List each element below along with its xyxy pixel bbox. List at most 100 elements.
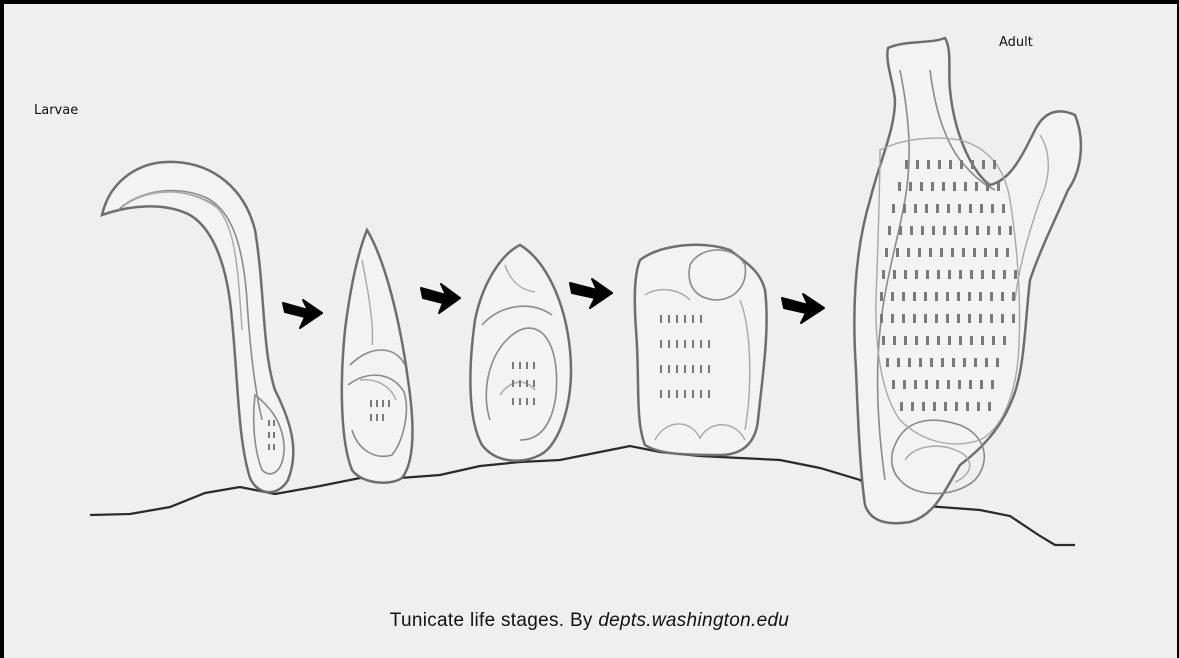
adult-slit (930, 358, 933, 367)
adult-slit (921, 226, 924, 235)
adult-slit (908, 358, 911, 367)
adult-slit (984, 248, 987, 257)
adult-slit (968, 314, 971, 323)
adult-slit (910, 226, 913, 235)
stage-adult (854, 38, 1081, 523)
adult-slit (953, 182, 956, 191)
figure-caption: Tunicate life stages. By depts.washingto… (0, 610, 1179, 632)
adult-slit (955, 402, 958, 411)
adult-slit (914, 204, 917, 213)
adult-slit (942, 182, 945, 191)
adult-slit (911, 402, 914, 411)
adult-slit (909, 182, 912, 191)
adult-slit (958, 204, 961, 213)
arrow-2 (421, 284, 460, 313)
adult-slit (896, 248, 899, 257)
adult-slit (980, 204, 983, 213)
adult-slit (1006, 248, 1009, 257)
adult-slit (941, 358, 944, 367)
adult-slit (975, 182, 978, 191)
adult-slit (992, 336, 995, 345)
adult-slit (897, 358, 900, 367)
adult-slit (892, 380, 895, 389)
adult-slit (918, 248, 921, 257)
stage-settling-larva (342, 230, 413, 483)
adult-slit (925, 380, 928, 389)
adult-slit (938, 160, 941, 169)
adult-slit (1001, 314, 1004, 323)
adult-slit (926, 270, 929, 279)
adult-slit (968, 292, 971, 301)
adult-slit (880, 314, 883, 323)
adult-slit (946, 314, 949, 323)
adult-slit (958, 380, 961, 389)
adult-slit (935, 292, 938, 301)
adult-slit (1003, 336, 1006, 345)
caption-prefix: Tunicate life stages. By (390, 610, 599, 631)
adult-slit (1009, 226, 1012, 235)
adult-slit (965, 226, 968, 235)
adult-slit (922, 402, 925, 411)
adult-slit (990, 292, 993, 301)
adult-slit (891, 314, 894, 323)
adult-slit (907, 248, 910, 257)
adult-slit (979, 292, 982, 301)
adult-slit (899, 226, 902, 235)
adult-slit (935, 314, 938, 323)
adult-slit (964, 182, 967, 191)
arrow-4 (782, 294, 824, 323)
adult-slit (1012, 314, 1015, 323)
arrow-1 (283, 300, 322, 328)
adult-slit (925, 204, 928, 213)
adult-slit (948, 336, 951, 345)
adult-slit (913, 314, 916, 323)
adult-slit (933, 402, 936, 411)
adult-slit (992, 270, 995, 279)
adult-slit (993, 160, 996, 169)
adult-slit (915, 270, 918, 279)
adult-slit (970, 336, 973, 345)
adult-slit (936, 204, 939, 213)
adult-slit (969, 204, 972, 213)
adult-slit (882, 336, 885, 345)
adult-slit (943, 226, 946, 235)
adult-slit (903, 204, 906, 213)
adult-label: Adult (999, 35, 1033, 50)
larvae-label: Larvae (34, 103, 78, 118)
adult-slit (997, 182, 1000, 191)
adult-slit (985, 358, 988, 367)
adult-slit (948, 270, 951, 279)
adult-slit (971, 160, 974, 169)
adult-slit (963, 358, 966, 367)
adult-slit (903, 380, 906, 389)
adult-slit (913, 292, 916, 301)
adult-slit (959, 336, 962, 345)
adult-slit (929, 248, 932, 257)
adult-slit (981, 270, 984, 279)
adult-slit (962, 248, 965, 257)
adult-slit (954, 226, 957, 235)
adult-slit (905, 160, 908, 169)
adult-slit (888, 226, 891, 235)
adult-slit (949, 160, 952, 169)
adult-slit (893, 270, 896, 279)
adult-slit (880, 292, 883, 301)
adult-slit (891, 292, 894, 301)
adult-slit (919, 358, 922, 367)
adult-slit (924, 292, 927, 301)
adult-slit (1012, 292, 1015, 301)
adult-slit (960, 160, 963, 169)
adult-slit (1014, 270, 1017, 279)
adult-slit (979, 314, 982, 323)
adult-slit (981, 336, 984, 345)
adult-slit (969, 380, 972, 389)
adult-slit (991, 204, 994, 213)
adult-slit (915, 336, 918, 345)
adult-slit (927, 160, 930, 169)
caption-source: depts.washington.edu (598, 610, 789, 631)
adult-slit (885, 248, 888, 257)
adult-slit (973, 248, 976, 257)
stage-metamorphosing-juvenile (470, 245, 571, 461)
adult-slit (1003, 270, 1006, 279)
